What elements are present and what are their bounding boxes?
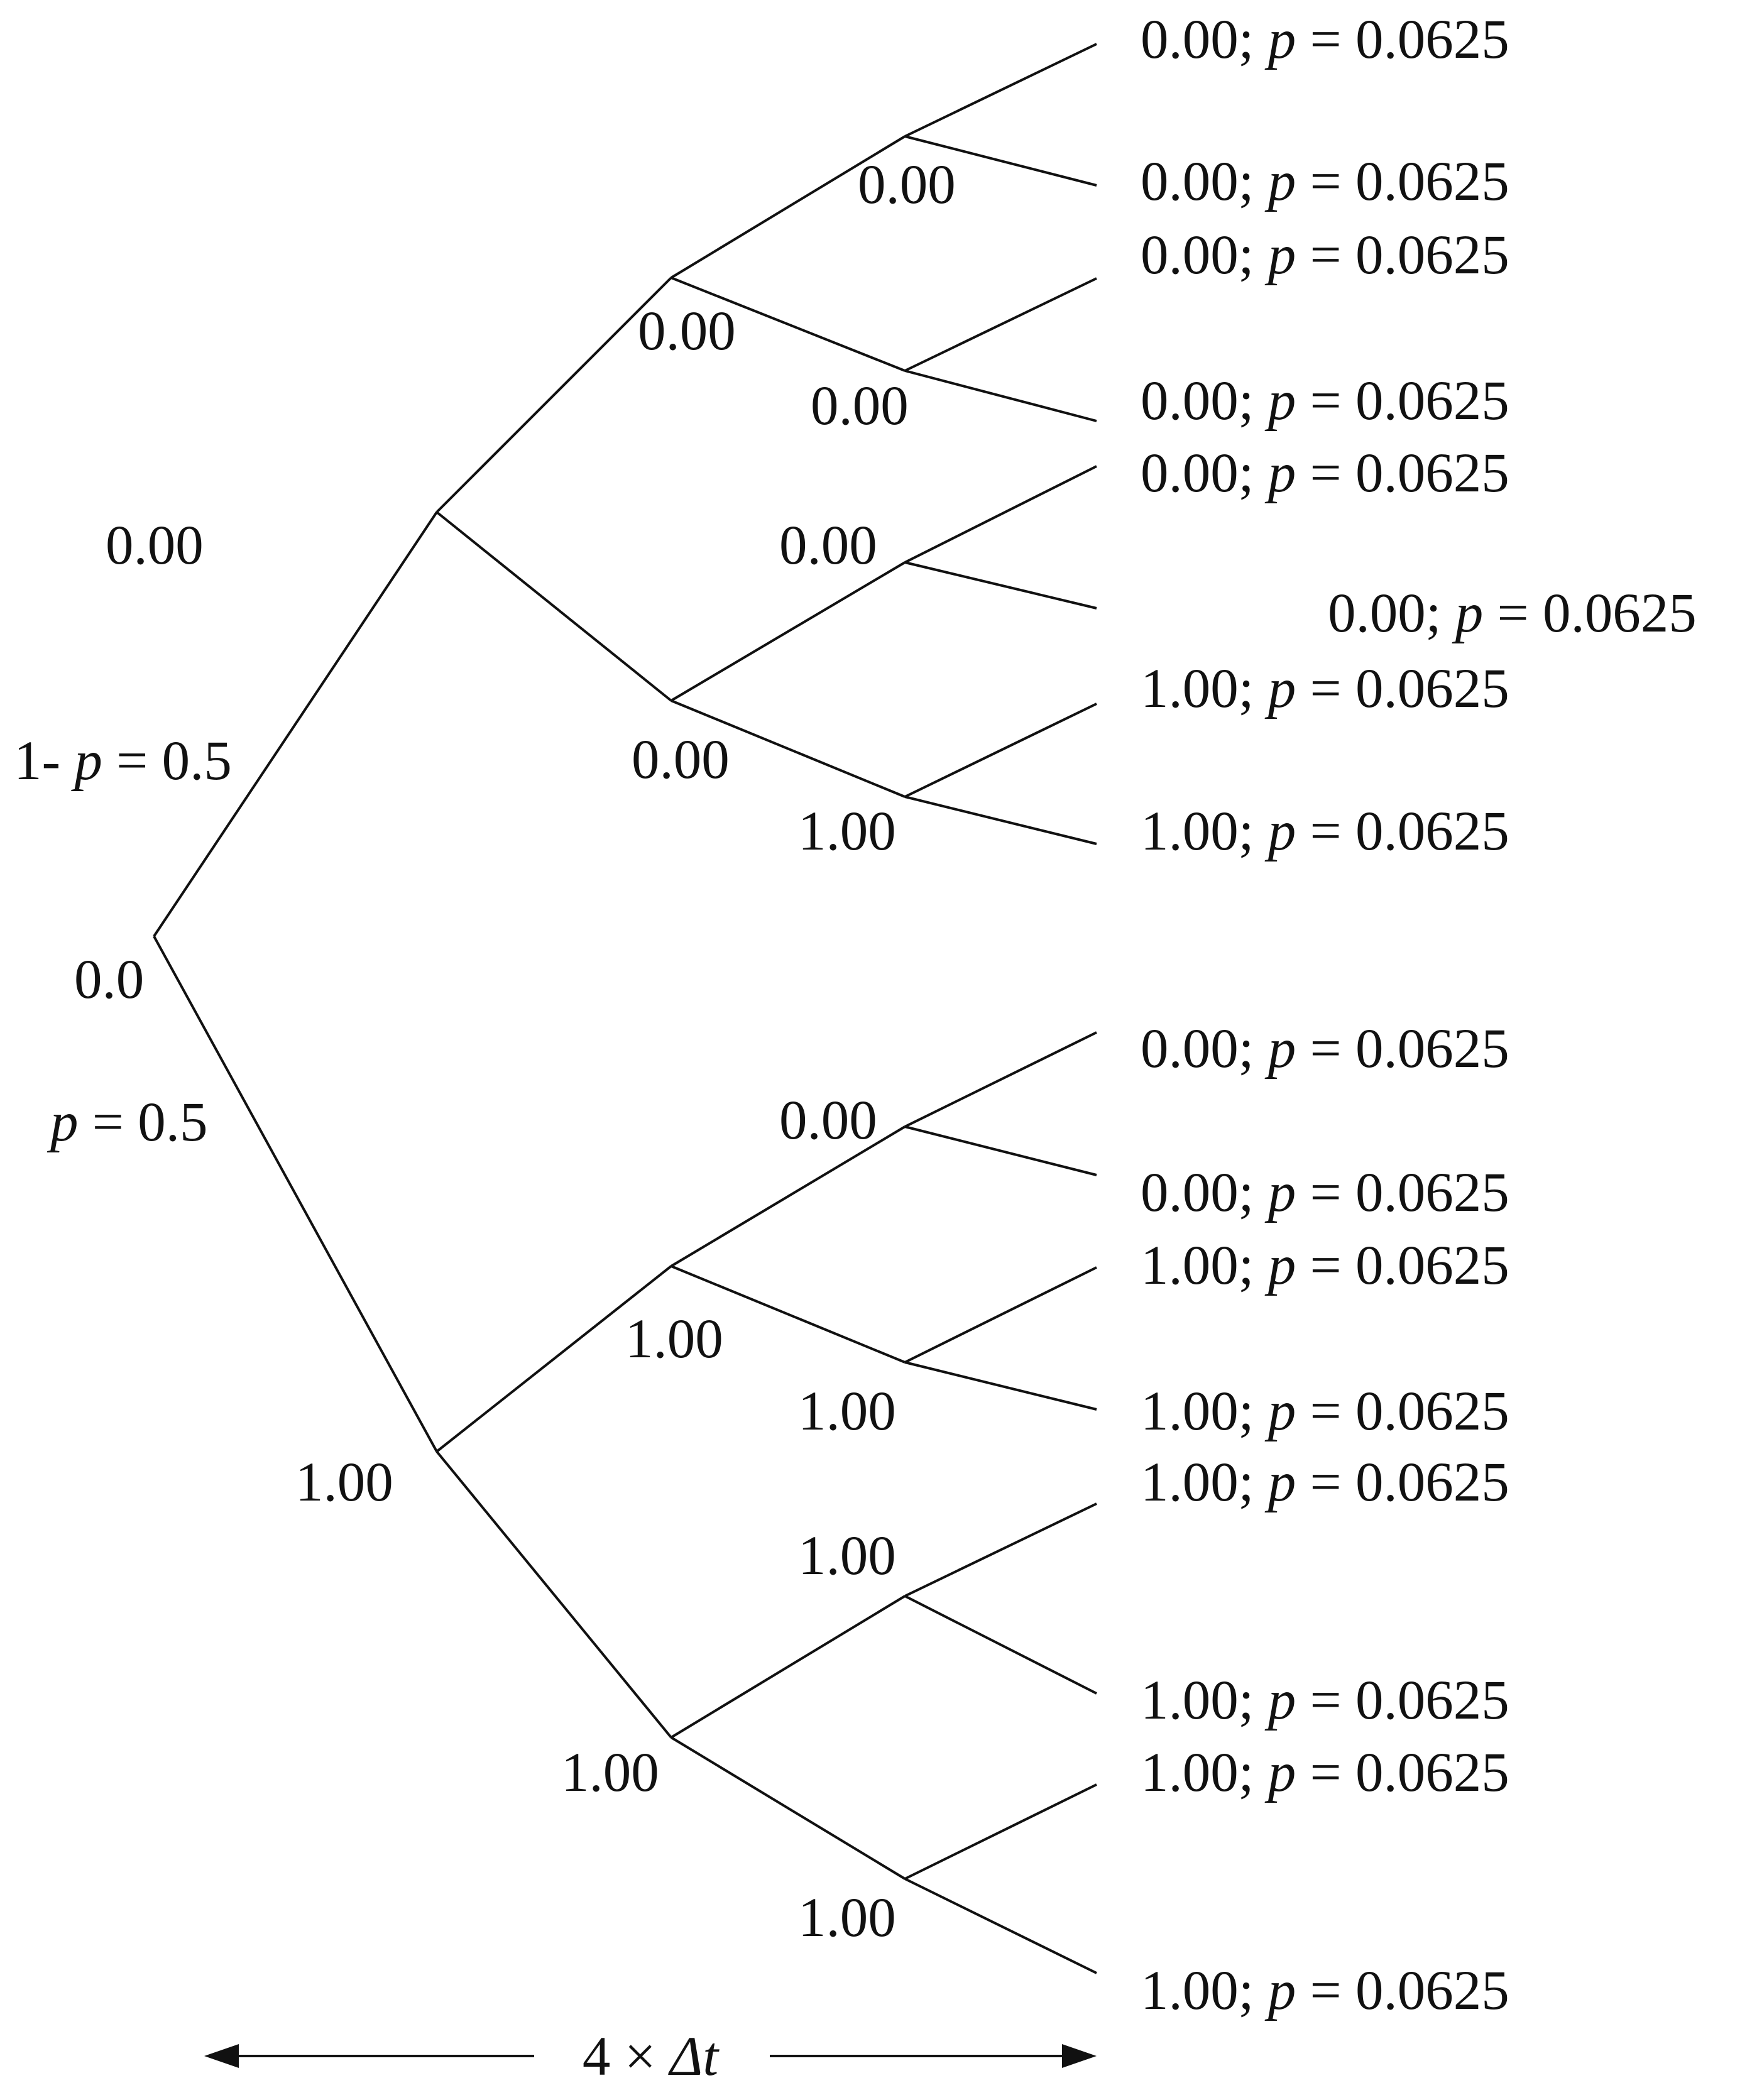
node-value-label: 0.00: [858, 154, 956, 216]
tree-edge: [435, 1450, 672, 1739]
node-value-label: 1.00: [295, 1452, 393, 1513]
tree-edge: [904, 1031, 1097, 1128]
leaf-label: 1.00; p = 0.0625: [1141, 1960, 1509, 2021]
leaf-label: 0.00; p = 0.0625: [1141, 1018, 1509, 1080]
leaf-label: 0.00; p = 0.0625: [1141, 151, 1509, 212]
tree-edge: [435, 276, 672, 513]
time-arrow-right-head: [1062, 2044, 1097, 2068]
time-arrow-left-head: [204, 2044, 239, 2068]
tree-edge: [904, 703, 1097, 798]
tree-edge: [904, 1783, 1097, 1880]
node-value-label: 0.00: [779, 515, 877, 576]
node-value-label: 0.00: [632, 729, 730, 790]
node-value-label: 1.00: [625, 1308, 723, 1370]
tree-edge: [670, 1736, 906, 1880]
node-value-label: 1.00: [561, 1742, 659, 1803]
root-upper-value-label: 0.00: [106, 515, 204, 576]
node-value-label: 1.00: [798, 1525, 896, 1587]
leaf-label: 0.00; p = 0.0625: [1141, 224, 1509, 286]
leaf-label: 1.00; p = 0.0625: [1141, 1235, 1509, 1296]
tree-edge: [904, 369, 1097, 422]
tree-edge: [904, 1595, 1097, 1695]
tree-edge: [435, 511, 672, 702]
root-value-label: 0.0: [74, 949, 144, 1010]
node-value-label: 1.00: [798, 1381, 896, 1442]
node-value-label: 0.00: [779, 1090, 877, 1151]
leaf-label: 1.00; p = 0.0625: [1141, 658, 1509, 719]
down-branch-probability-label: p = 0.5: [47, 1091, 207, 1153]
leaf-label: 0.00; p = 0.0625: [1141, 1162, 1509, 1223]
tree-edge: [671, 276, 906, 372]
leaf-label: 1.00; p = 0.0625: [1141, 801, 1509, 862]
leaf-label: 0.00; p = 0.0625: [1141, 370, 1509, 432]
tree-edge: [153, 511, 438, 938]
tree-edge: [904, 1502, 1097, 1597]
node-value-label: 1.00: [798, 801, 896, 862]
up-branch-probability-label: 1- p = 0.5: [14, 730, 232, 792]
tree-edge: [904, 1125, 1097, 1176]
tree-edge: [670, 561, 906, 702]
node-value-label: 0.00: [638, 300, 736, 362]
tree-edge: [904, 465, 1097, 564]
tree-edges: [153, 43, 1097, 1974]
tree-edge: [904, 1266, 1097, 1364]
tree-edge: [153, 936, 438, 1452]
tree-edge: [671, 699, 906, 798]
tree-edge: [904, 277, 1097, 372]
leaf-label: 0.00; p = 0.0625: [1141, 9, 1509, 70]
node-value-label: 1.00: [798, 1887, 896, 1949]
leaf-label: 1.00; p = 0.0625: [1141, 1452, 1509, 1513]
tree-labels: 0.0 0.00 1- p = 0.5 p = 0.5 1.00 0.00 0.…: [14, 9, 1697, 2021]
leaf-label: 0.00; p = 0.0625: [1141, 442, 1509, 504]
tree-edge: [670, 1125, 906, 1267]
tree-edge: [904, 1878, 1097, 1974]
time-span-arrow: 4 × Δt: [204, 2026, 1097, 2087]
leaf-label: 1.00; p = 0.0625: [1141, 1670, 1509, 1731]
tree-edge: [904, 796, 1097, 845]
tree-edge: [904, 561, 1097, 610]
tree-edge: [671, 1265, 906, 1364]
time-span-label: 4 × Δt: [583, 2026, 720, 2087]
tree-edge: [904, 43, 1097, 138]
node-value-label: 0.00: [811, 375, 909, 437]
leaf-label: 0.00; p = 0.0625: [1328, 582, 1697, 644]
tree-edge: [670, 135, 906, 279]
leaf-label: 1.00; p = 0.0625: [1141, 1742, 1509, 1803]
tree-edge: [904, 1361, 1097, 1411]
tree-edge: [904, 135, 1097, 187]
tree-edge: [435, 1265, 672, 1453]
tree-edge: [670, 1595, 906, 1739]
leaf-label: 1.00; p = 0.0625: [1141, 1381, 1509, 1442]
